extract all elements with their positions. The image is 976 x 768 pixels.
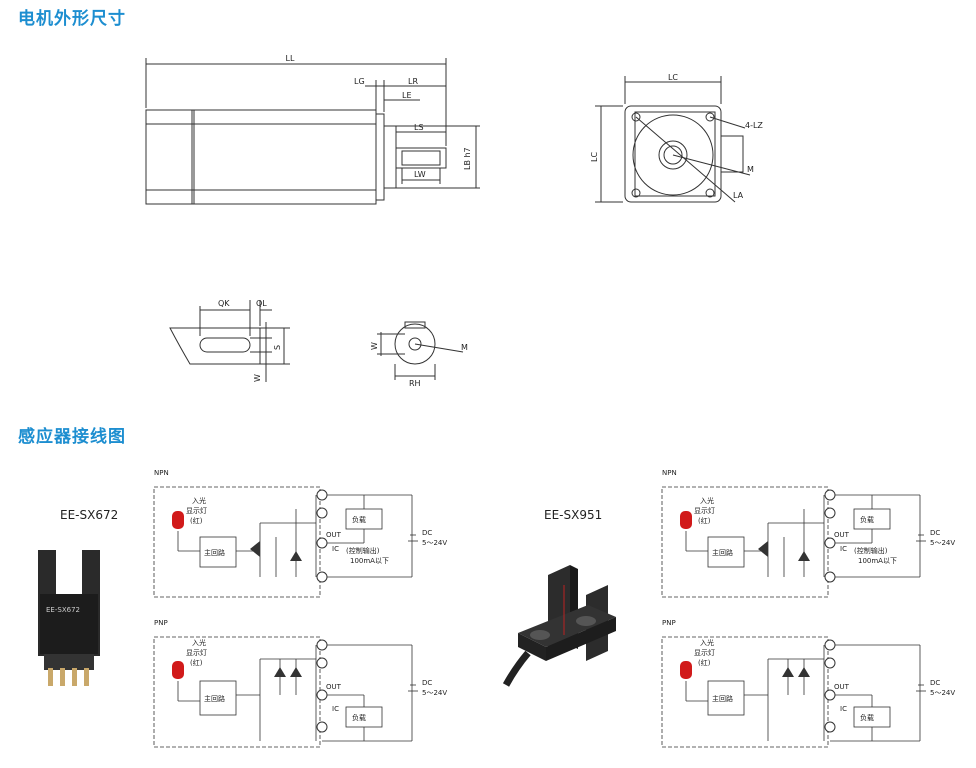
out-label: OUT	[834, 531, 850, 539]
voltage-label: 5～24V	[422, 539, 447, 547]
voltage-label: 5～24V	[930, 689, 955, 697]
wiring-npn-2: NPN 入光 显示灯 (红) 主回路 负载 OUT IC (控制输出) 100m…	[661, 469, 955, 598]
motor-side-view: LL LG LR LE LS LW LB h7	[145, 54, 480, 205]
pnp-label: PNP	[154, 619, 168, 627]
sensor-photo-ee-sx672: EE-SX672	[38, 550, 100, 686]
light-on-label: 入光	[700, 496, 714, 505]
photo-label: EE-SX672	[46, 606, 80, 614]
red-label: (红)	[698, 658, 711, 667]
voltage-label: 5～24V	[930, 539, 955, 547]
load-label: 负载	[352, 713, 366, 722]
dim-lz: 4-LZ	[745, 121, 763, 130]
red-label: (红)	[190, 658, 203, 667]
dc-label: DC	[422, 679, 432, 687]
dc-label: DC	[930, 679, 940, 687]
dim-lc-top: LC	[668, 73, 678, 82]
indicator-label: 显示灯	[694, 506, 715, 515]
shaft-key-view: QK QL S W	[169, 299, 290, 382]
out-label: OUT	[326, 531, 342, 539]
load-label: 负载	[860, 515, 874, 524]
dc-label: DC	[930, 529, 940, 537]
dim-lc-side: LC	[590, 152, 599, 162]
wiring-pnp-2: PNP 入光 显示灯 (红) 主回路 负载 OUT IC DC 5～24V	[661, 619, 955, 748]
out-label: OUT	[326, 683, 342, 691]
main-circuit-label: 主回路	[712, 694, 733, 703]
pnp-label: PNP	[662, 619, 676, 627]
dim-s: S	[273, 345, 282, 350]
dim-m2: M	[461, 343, 468, 352]
out-label: OUT	[834, 683, 850, 691]
dim-qk: QK	[218, 299, 230, 308]
dim-w2: W	[370, 342, 379, 350]
dim-ls: LS	[414, 123, 424, 132]
dim-ll: LL	[286, 54, 295, 63]
dim-lw: LW	[414, 170, 426, 179]
indicator-label: 显示灯	[186, 506, 207, 515]
shaft-end-view: W RH M	[370, 321, 468, 387]
current-label: 100mA以下	[350, 557, 389, 565]
wiring-pnp-1: PNP 入光 显示灯 (红) 主回路 负载 OUT IC DC 5～24V	[153, 619, 447, 748]
light-on-label: 入光	[192, 496, 206, 505]
current-label: 100mA以下	[858, 557, 897, 565]
control-out-label: (控制输出)	[854, 546, 888, 555]
main-circuit-label: 主回路	[712, 548, 733, 557]
load-label: 负载	[352, 515, 366, 524]
motor-flange-view: LC LC 4-LZ M LA	[590, 73, 763, 203]
sensor-model-2: EE-SX951	[544, 508, 603, 522]
npn-label: NPN	[662, 469, 677, 477]
load-label: 负载	[860, 713, 874, 722]
dim-lr: LR	[408, 77, 418, 86]
ic-label: IC	[332, 545, 339, 553]
red-label: (红)	[190, 516, 203, 525]
dim-rh: RH	[409, 379, 421, 387]
dc-label: DC	[422, 529, 432, 537]
dim-ql: QL	[256, 299, 267, 308]
dim-m: M	[747, 165, 754, 174]
indicator-label: 显示灯	[694, 648, 715, 657]
dim-le: LE	[402, 91, 412, 100]
npn-label: NPN	[154, 469, 169, 477]
dim-la: LA	[733, 191, 744, 200]
dim-lb: LB h7	[463, 147, 472, 170]
control-out-label: (控制输出)	[346, 546, 380, 555]
ic-label: IC	[840, 545, 847, 553]
light-on-label: 入光	[192, 638, 206, 647]
sensor-photo-ee-sx951	[502, 565, 616, 687]
dim-lg: LG	[354, 77, 365, 86]
ic-label: IC	[840, 705, 847, 713]
ic-label: IC	[332, 705, 339, 713]
red-label: (红)	[698, 516, 711, 525]
main-circuit-label: 主回路	[204, 694, 225, 703]
motor-dimension-title: 电机外形尺寸	[18, 9, 126, 29]
light-on-label: 入光	[700, 638, 714, 647]
sensor-model-1: EE-SX672	[60, 508, 119, 522]
sensor-wiring-title: 感应器接线图	[18, 427, 126, 447]
wiring-npn-1: NPN 入光 显示灯 (红) 主回路 负载 OUT IC (控制输出) 100m…	[153, 469, 447, 598]
main-circuit-label: 主回路	[204, 548, 225, 557]
indicator-label: 显示灯	[186, 648, 207, 657]
dim-w: W	[253, 374, 262, 382]
voltage-label: 5～24V	[422, 689, 447, 697]
